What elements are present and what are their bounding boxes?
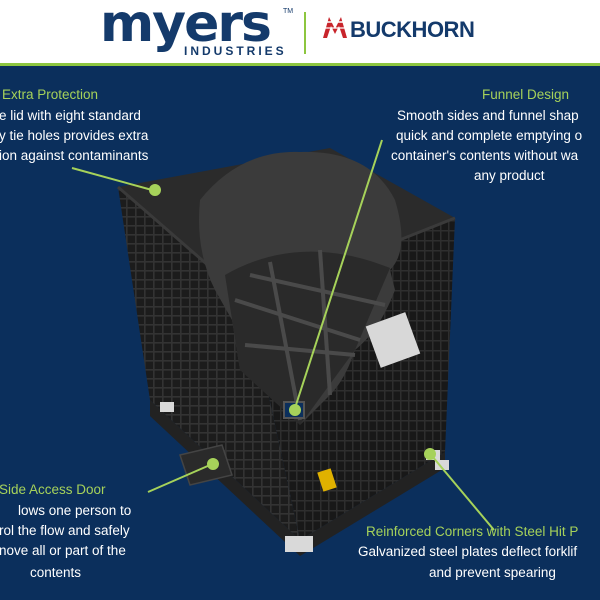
corner-plate	[435, 460, 449, 470]
buckhorn-logo-wordmark: BUCKHORN	[350, 17, 475, 42]
funnel-design-marker	[289, 404, 301, 416]
buckhorn-logo-icon	[323, 17, 347, 38]
side-access-door-title: Side Access Door	[0, 482, 106, 497]
container-left-wall	[118, 187, 300, 540]
reinforced-corners-text-2: and prevent spearing	[429, 565, 556, 580]
funnel-design-text-4: any product	[474, 168, 545, 183]
logo-divider	[304, 12, 306, 54]
reinforced-corners-text-1: Galvanized steel plates deflect forklif	[358, 544, 578, 559]
extra-protection-text-3: ion against contaminants	[0, 148, 149, 163]
container-label	[365, 312, 421, 368]
extra-protection-leader-line	[71, 167, 153, 191]
funnel-design-title: Funnel Design	[482, 87, 570, 102]
extra-protection-marker	[149, 184, 161, 196]
funnel-design-text-1: Smooth sides and funnel shap	[397, 108, 579, 123]
side-access-door-text-4: contents	[30, 565, 82, 580]
side-access-door-text-3: nove all or part of the	[0, 543, 126, 558]
myers-logo-subtitle: INDUSTRIES	[184, 44, 287, 58]
reinforced-corners-leader-line	[431, 455, 495, 531]
funnel-design-text-2: quick and complete emptying o	[396, 128, 583, 143]
corner-plate	[160, 402, 174, 412]
reinforced-corners-marker	[424, 448, 436, 460]
funnel-design-leader-line	[294, 139, 383, 409]
side-access-door-text-1: lows one person to	[18, 503, 132, 518]
bulk-container	[117, 148, 456, 556]
side-access-door-text-2: rol the flow and safely	[0, 523, 130, 538]
funnel-design-text-3: container's contents without wa	[391, 148, 579, 163]
reinforced-corners-title: Reinforced Corners with Steel Hit P	[366, 524, 579, 539]
extra-protection-title: Extra Protection	[2, 87, 99, 102]
myers-logo-wordmark: myers	[100, 0, 272, 54]
brand-header: myers TM INDUSTRIES BUCKHORN	[0, 0, 600, 66]
side-access-door-leader-line	[147, 464, 211, 493]
extra-protection-text-2: y tie holes provides extra	[0, 128, 149, 143]
corner-plate	[285, 536, 313, 552]
trademark-mark: TM	[283, 8, 294, 15]
warning-label	[317, 468, 337, 492]
funnel-grid	[234, 249, 386, 421]
side-access-door-marker	[207, 458, 219, 470]
extra-protection-text-1: e lid with eight standard	[0, 108, 141, 123]
